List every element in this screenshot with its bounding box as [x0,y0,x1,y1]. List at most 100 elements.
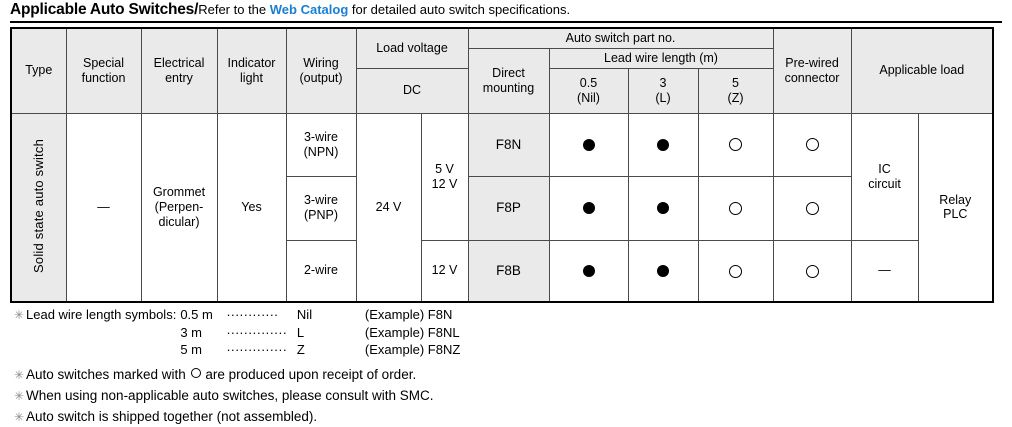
lead-wire-length-1: 3 m [180,324,202,340]
cell-wiring-pnp: 3-wire (PNP) [285,175,357,241]
open-circle-icon [805,264,819,278]
cell-load-line1: IC [878,161,891,176]
th-lead-5-line1: 5 [732,75,739,90]
footnote-item: ✳Auto switches marked with are produced … [14,365,994,386]
cell-pre-wired-f8n [772,112,852,177]
lead-wire-symbol-2: Z [296,342,305,358]
cell-part-no-f8p: F8P [467,175,550,241]
cell-type-label: Solid state auto switch [31,138,47,273]
th-direct-mounting-line1: Direct [492,65,525,80]
cell-lead-5-f8p [697,175,774,241]
cell-part-no-f8b: F8B [467,239,550,303]
footnote-0-before: Auto switches marked with [26,367,190,382]
table-row: 2-wire 12 V F8B — [11,239,993,303]
filled-circle-icon [657,265,669,278]
cell-load-relay-line2: PLC [943,207,968,222]
web-catalog-link[interactable]: Web Catalog [269,2,349,17]
th-electrical-entry-line1: Electrical [153,56,205,70]
open-circle-icon [729,138,743,152]
th-dc: DC [355,67,469,114]
cell-type-solid-state: Solid state auto switch [10,112,67,303]
asterisk-icon: ✳ [14,409,25,424]
filled-circle-icon [582,202,595,215]
cell-load-relay-line1: Relay [939,192,972,207]
lead-wire-example-0: (Example) F8N [364,307,453,323]
th-lead-3-line1: 3 [659,75,667,90]
th-type: Type [10,27,67,114]
open-circle-icon [805,201,819,215]
cell-electrical-entry-line1: Grommet [152,185,206,200]
cell-voltage-line2: 12 V [431,176,458,191]
cell-wiring-npn-line1: 3-wire [303,129,339,144]
cell-load-ic-circuit: IC circuit [850,112,919,241]
filled-circle-icon [657,202,669,215]
footnote-1-text: When using non-applicable auto switches,… [26,387,434,403]
th-lead-3-line2: (L) [655,90,671,105]
asterisk-icon: ✳ [14,388,25,403]
th-special-function-line2: function [81,70,126,85]
cell-special-function: — [65,112,142,303]
footnote-item: ✳When using non-applicable auto switches… [14,386,994,407]
th-pre-wired-connector: Pre-wired connector [772,27,852,114]
cell-lead-5-f8n [697,112,774,177]
cell-wiring-npn-line2: (NPN) [303,144,339,159]
cell-part-no-f8n: F8N [467,112,550,177]
open-circle-icon [805,138,819,152]
cell-indicator-light: Yes [216,112,287,303]
cell-wiring-2wire-line1: 2-wire [303,263,339,278]
lead-wire-symbol-0: Nil [296,307,313,323]
footnote-list: ✳Auto switches marked with are produced … [14,365,994,427]
th-load-voltage: Load voltage [355,27,469,69]
footnote-2-text: Auto switch is shipped together (not ass… [26,408,318,424]
lead-wire-row: 5 m ·············· Z (Example) F8NZ [14,341,460,358]
lead-wire-note-label: ✳Lead wire length symbols: [14,306,180,324]
cell-wiring-pnp-line1: 3-wire [303,193,339,208]
applicable-auto-switches-table-wrap: Type Special function Electrical entry I… [10,27,995,303]
asterisk-icon: ✳ [14,308,25,322]
th-lead-5-line2: (Z) [727,90,744,105]
th-lead-5: 5 (Z) [697,67,774,114]
cell-lead-3-f8n [627,112,699,177]
th-direct-mounting-line2: mounting [482,80,535,95]
th-indicator-light-line1: Indicator [227,56,276,70]
cell-lead-05-f8n [548,112,629,177]
lead-wire-dots-0: ············ [226,307,279,323]
lead-wire-symbol-1: L [296,324,305,340]
cell-wiring-npn: 3-wire (NPN) [285,112,357,177]
cell-pre-wired-f8b [772,239,852,303]
cell-lead-5-f8b [697,239,774,303]
cell-lead-05-f8p [548,175,629,241]
open-circle-icon [729,201,743,215]
cell-load-relay-plc: Relay PLC [917,112,994,303]
lead-wire-example-1: (Example) F8NL [364,324,460,340]
page-title: Applicable Auto Switches/Refer to the We… [10,1,1002,19]
cell-voltage-5v-12v: 5 V 12 V [420,112,469,241]
table-row: 3-wire (PNP) F8P [11,175,993,241]
cell-wiring-pnp-line2: (PNP) [303,208,339,222]
lead-wire-length-0: 0.5 m [180,307,213,323]
lead-wire-spacer-1 [14,324,180,341]
lead-wire-length-2: 5 m [180,342,202,358]
th-lead-wire-length: Lead wire length (m) [548,47,774,69]
th-pre-wired-line1: Pre-wired [785,56,839,70]
cell-dc-24v: 24 V [355,112,422,303]
filled-circle-icon [582,265,595,278]
applicable-auto-switches-table: Type Special function Electrical entry I… [10,27,995,303]
cell-pre-wired-f8p [772,175,852,241]
cell-electrical-entry-line3: dicular) [158,214,200,229]
filled-circle-icon [582,138,595,151]
cell-lead-3-f8b [627,239,699,303]
lead-wire-symbols-note: ✳Lead wire length symbols: 0.5 m ·······… [14,306,994,359]
lead-wire-dots-1: ·············· [226,324,287,340]
cell-load-dash: — [850,239,919,303]
th-wiring-line1: Wiring [303,56,339,70]
cell-lead-3-f8p [627,175,699,241]
cell-voltage-12v: 12 V [420,239,469,303]
lead-wire-example-2: (Example) F8NZ [364,342,461,358]
cell-electrical-entry: Grommet (Perpen- dicular) [140,112,218,303]
th-indicator-light: Indicator light [216,27,287,114]
th-lead-05-line2: (Nil) [577,90,600,105]
lead-wire-row: ✳Lead wire length symbols: 0.5 m ·······… [14,306,460,324]
th-indicator-light-line2: light [240,70,263,85]
